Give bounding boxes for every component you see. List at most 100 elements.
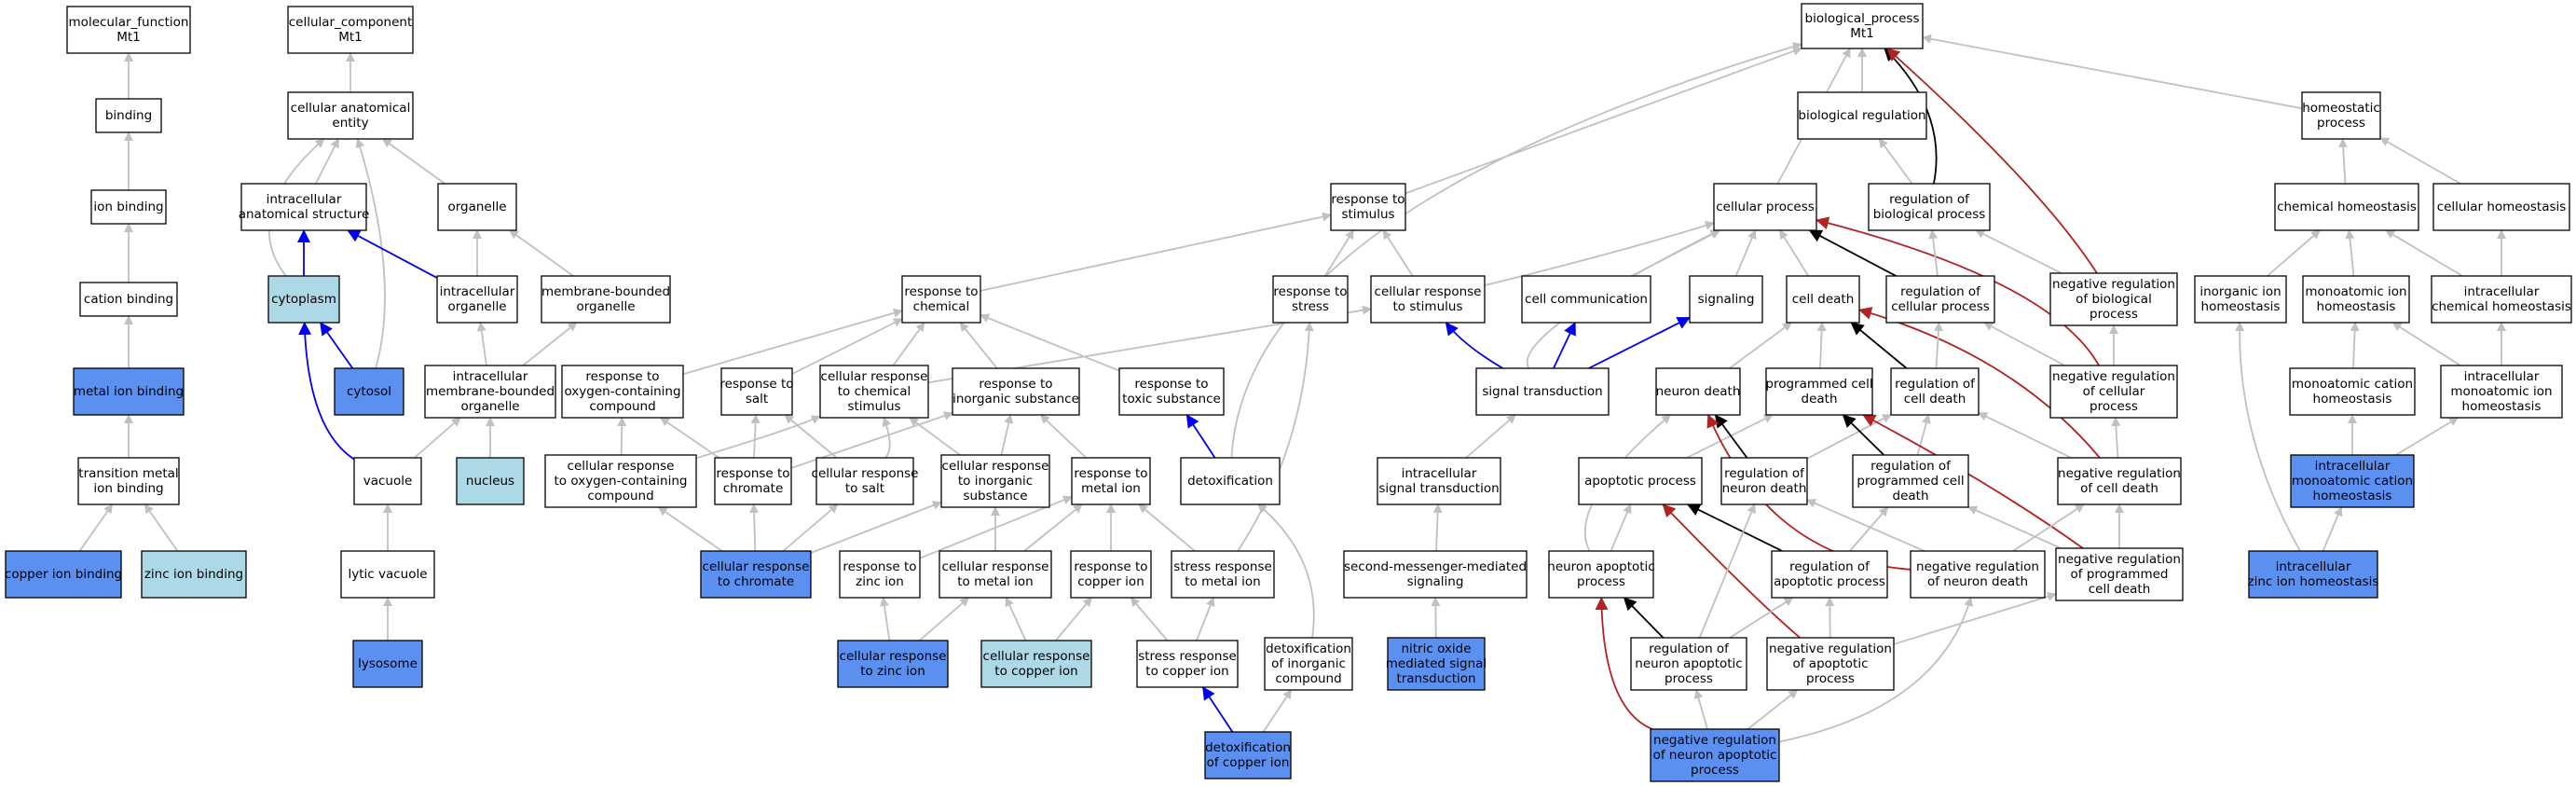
term-node-metalion[interactable]: metal ion binding xyxy=(73,367,185,416)
term-label-line: chemical xyxy=(913,299,970,314)
term-node-copperbind[interactable]: copper ion binding xyxy=(5,550,122,599)
term-label-line: process xyxy=(1577,574,1625,589)
term-node-celldeath[interactable]: cell death xyxy=(1786,275,1860,324)
edge-vacuole-to-imbo xyxy=(414,417,461,459)
term-node-lysosome[interactable]: lysosome xyxy=(352,640,423,688)
term-node-detox[interactable]: detoxification xyxy=(1180,457,1281,505)
term-box xyxy=(1548,550,1654,599)
term-node-cellcomm[interactable]: cell communication xyxy=(1521,275,1651,324)
term-node-vacuole[interactable]: vacuole xyxy=(353,457,422,505)
term-label-line: lytic vacuole xyxy=(348,567,427,582)
term-node-sigtrans[interactable]: signal transduction xyxy=(1475,367,1610,416)
edge-respstress-to-respstim xyxy=(1323,229,1355,277)
term-node-organelle[interactable]: organelle xyxy=(437,183,517,231)
term-node-bioreg[interactable]: biological regulation xyxy=(1797,91,1927,140)
term-label-line: chromate xyxy=(723,481,784,496)
term-box xyxy=(79,282,178,317)
term-node-zincbind[interactable]: zinc ion binding xyxy=(141,550,247,599)
term-node-binding[interactable]: binding xyxy=(95,98,162,133)
term-node-lytic[interactable]: lytic vacuole xyxy=(340,550,435,599)
term-node-cellproc[interactable]: cellular process xyxy=(1713,183,1817,231)
term-node-cytosol[interactable]: cytosol xyxy=(334,367,404,416)
term-box xyxy=(2432,183,2570,231)
term-box xyxy=(1630,637,1747,691)
term-node-signaling[interactable]: signaling xyxy=(1689,275,1763,324)
term-label-line: signal transduction xyxy=(1378,481,1499,496)
term-node-neurondeath[interactable]: neuron death xyxy=(1655,367,1741,416)
term-node-cellhomeo[interactable]: cellular homeostasis xyxy=(2432,183,2570,231)
term-node-cationbinding[interactable]: cation binding xyxy=(79,282,178,317)
term-box xyxy=(952,367,1080,416)
term-node-cytoplasm[interactable]: cytoplasm xyxy=(267,275,340,324)
edge-stressmetal-to-respmetal xyxy=(1138,503,1196,552)
term-node-nucleus[interactable]: nucleus xyxy=(456,457,525,505)
term-node-apoptotic[interactable]: apoptotic process xyxy=(1578,457,1703,505)
term-node-chemhomeo[interactable]: chemical homeostasis xyxy=(2274,183,2419,231)
term-box xyxy=(1885,275,1995,324)
term-box xyxy=(77,457,180,505)
term-node-ionbinding[interactable]: ion binding xyxy=(90,189,167,225)
term-label-line: death xyxy=(1893,489,1929,503)
